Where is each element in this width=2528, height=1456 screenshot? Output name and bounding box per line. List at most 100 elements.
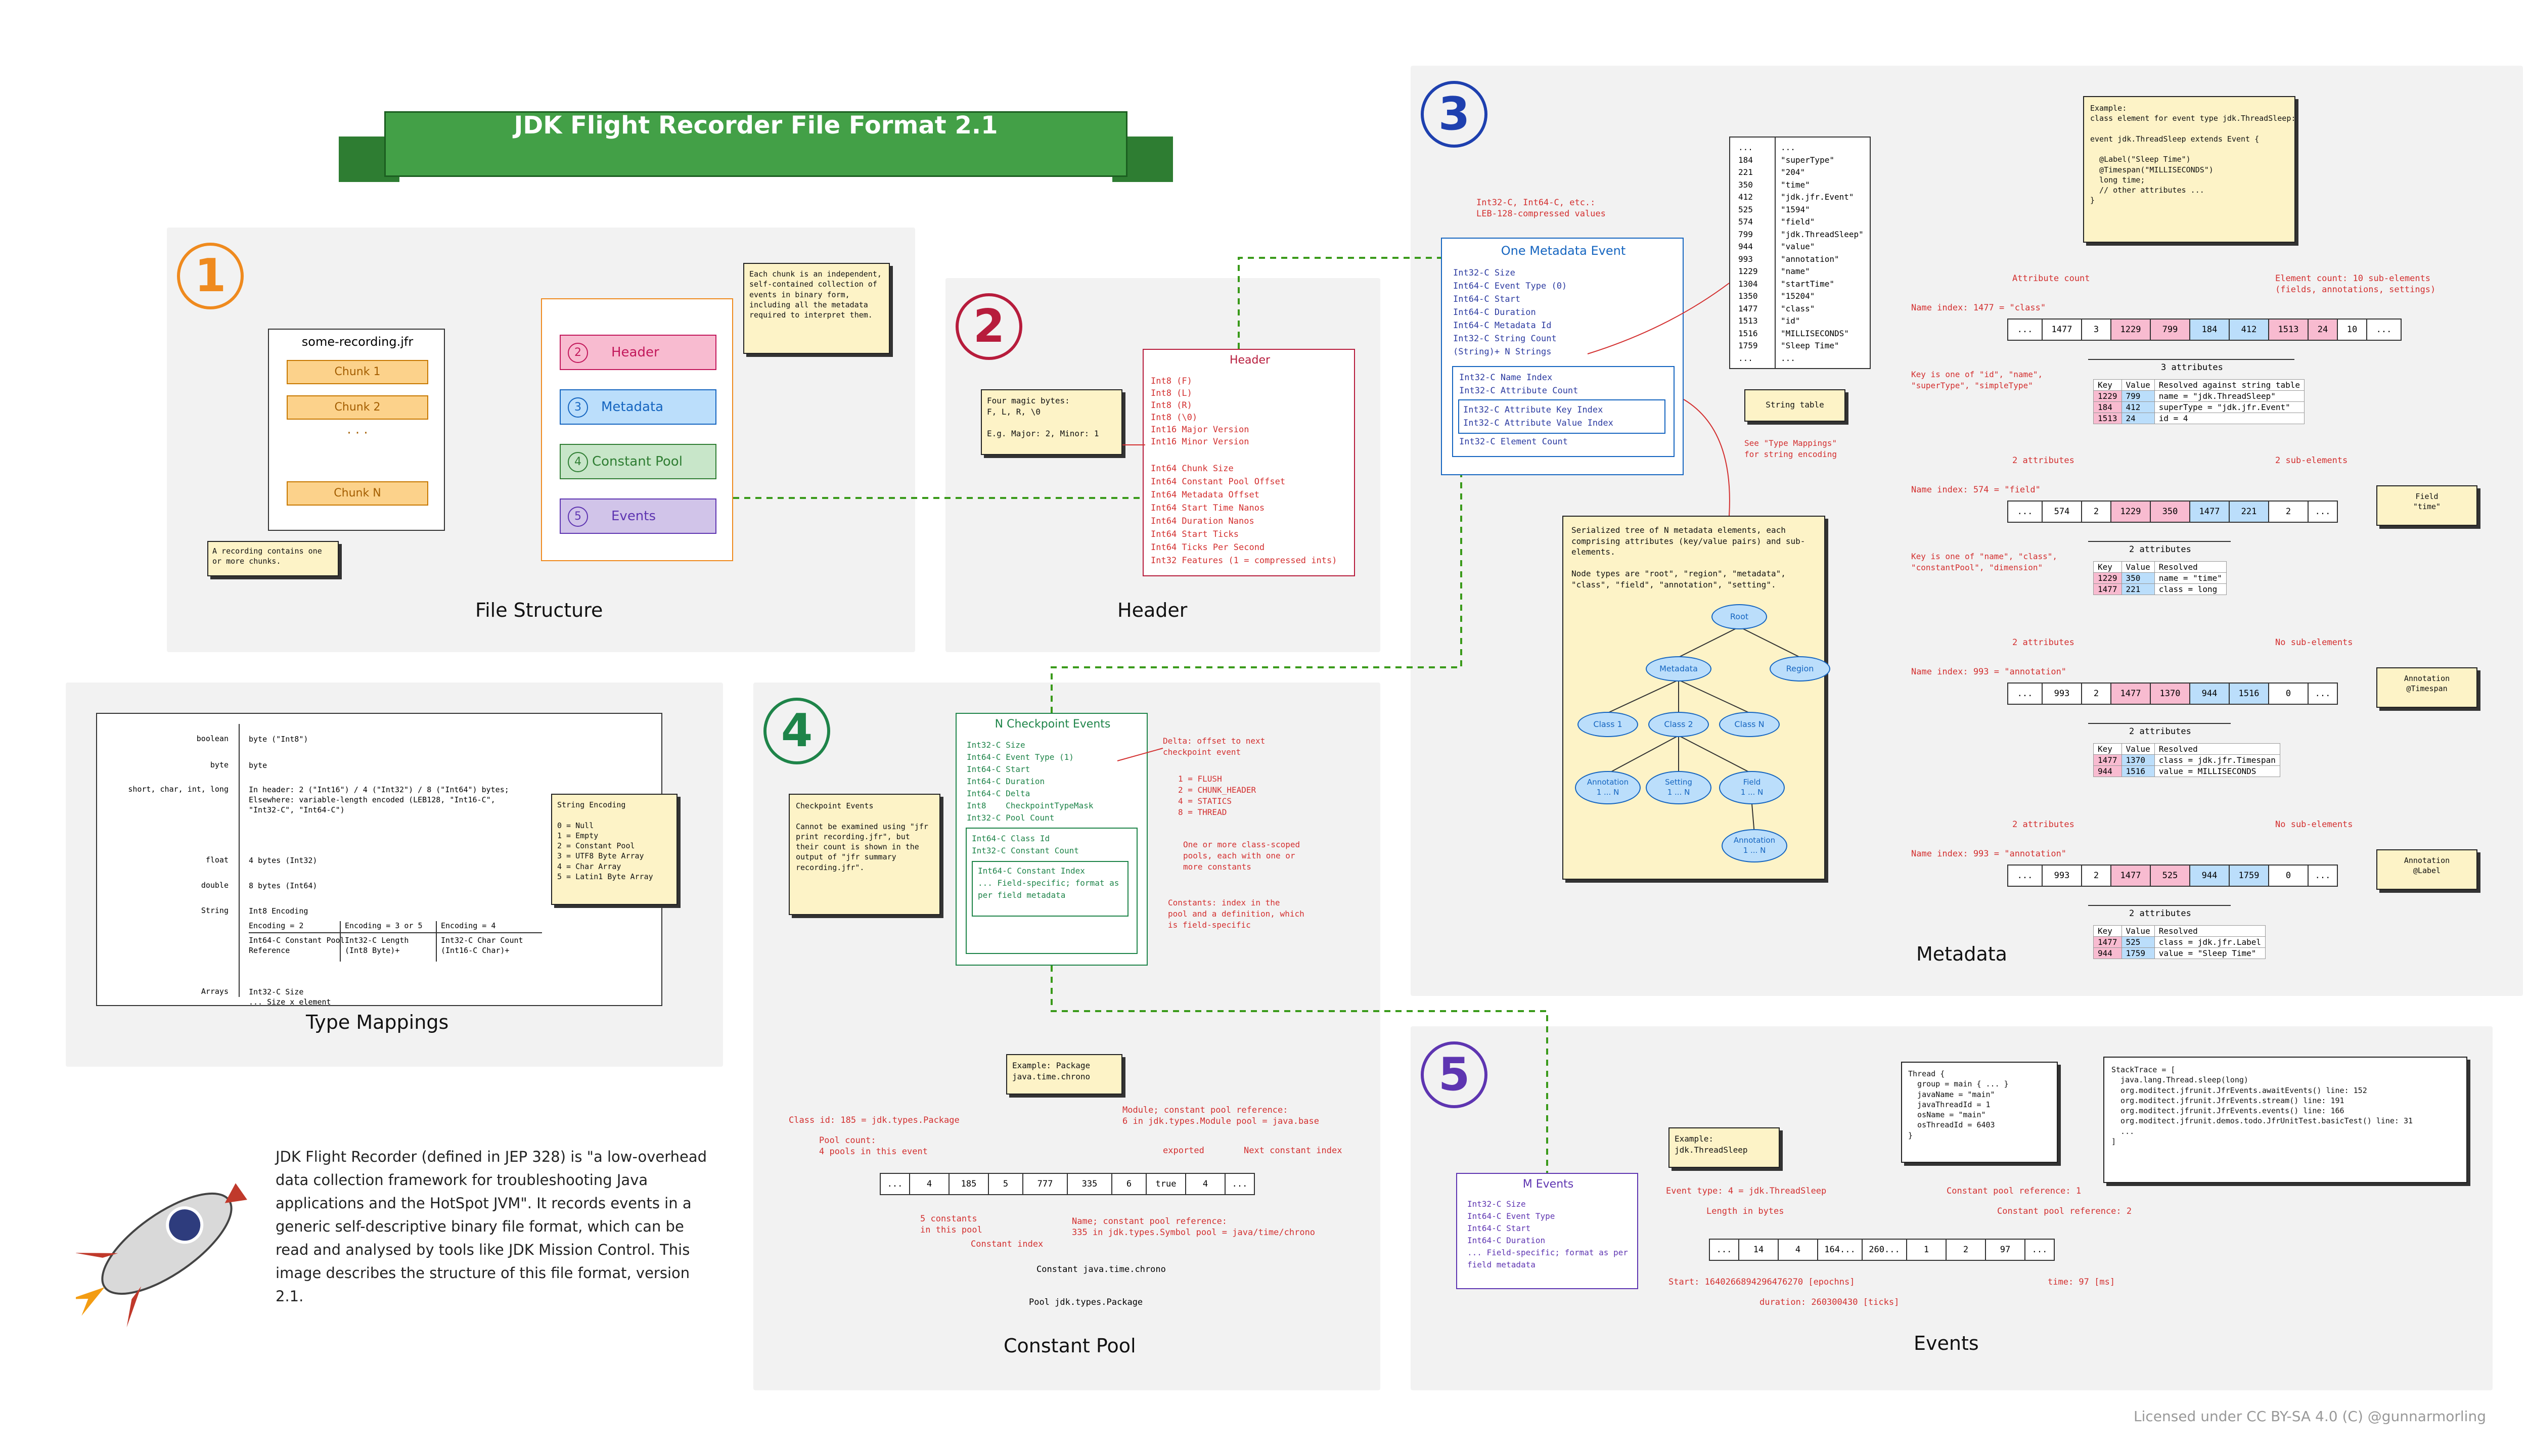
metadata-title: Metadata [1916, 943, 2007, 965]
byte-cell: 350 [2150, 500, 2190, 523]
section-number-4: 4 [763, 698, 830, 764]
tree-node-setting: Setting 1 ... N [1646, 771, 1711, 804]
byte-cell: ... [2007, 682, 2043, 705]
table-cell: 1229 [2093, 390, 2122, 402]
metadata-row: Name index: 1477 = "class"Attribute coun… [1911, 274, 2518, 485]
metadata-event-fields: Int32-C Size Int64-C Event Type (0) Int6… [1453, 268, 1567, 357]
table-cell: 1370 [2121, 754, 2155, 766]
byte-cell: 574 [2042, 500, 2082, 523]
byte-cell: ... [2308, 864, 2338, 887]
intro-text: JDK Flight Recorder (defined in JEP 328)… [276, 1148, 707, 1305]
byte-cell: 6 [1111, 1173, 1147, 1195]
byte-cell: 1516 [2229, 682, 2269, 705]
table-cell: 944 [2093, 947, 2122, 959]
part-number-circle: 4 [568, 452, 588, 472]
byte-cell: 993 [2042, 864, 2082, 887]
tree-node-class-n: Class N [1719, 712, 1780, 737]
type-mappings-title: Type Mappings [306, 1011, 449, 1033]
table-cell: value = "Sleep Time" [2154, 947, 2266, 959]
row-element-label: No sub-elements [2275, 638, 2353, 648]
byte-cell: ... [2024, 1239, 2055, 1261]
byte-cell: 1477 [2110, 864, 2151, 887]
magic-bytes-note: Four magic bytes: F, L, R, \0 E.g. Major… [981, 389, 1122, 455]
byte-cell: 4 [1185, 1173, 1226, 1195]
attr-span-label: 2 attributes [2129, 726, 2191, 737]
byte-cell: 4 [909, 1173, 950, 1195]
part-label: Constant Pool [592, 454, 683, 469]
byte-cell: 2 [2081, 864, 2111, 887]
byte-cell: 185 [949, 1173, 989, 1195]
tree-node-class-1: Class 1 [1577, 712, 1638, 737]
table-head: Key [2093, 743, 2122, 755]
byte-cell: ... [2007, 864, 2043, 887]
byte-cell: 10 [2337, 318, 2367, 341]
encoding-col-head: Encoding = 4 [441, 921, 496, 930]
element-count: Int32-C Element Count [1459, 437, 1568, 447]
class-example-note: Example: class element for event type jd… [2083, 96, 2295, 243]
ev-label-event-type: Event type: 4 = jdk.ThreadSleep [1666, 1186, 1827, 1196]
metadata-row: Name index: 993 = "annotation" 2 attribut… [1911, 638, 2518, 849]
byte-cell: 97 [1985, 1239, 2025, 1261]
row-name-label: Name index: 993 = "annotation" [1911, 667, 2067, 677]
encoding-col-body: Int64-C Constant Pool Reference [249, 936, 345, 955]
encoding-col-rule [436, 921, 437, 962]
row-attr-label: 2 attributes [2012, 638, 2074, 648]
checkpoint-fields: Int32-C Size Int64-C Event Type (1) Int6… [967, 740, 1094, 823]
table-cell: 944 [2093, 765, 2122, 777]
byte-cell: 5 [988, 1173, 1023, 1195]
row-side-label: Field "time" [2376, 485, 2477, 526]
table-cell: 799 [2121, 390, 2155, 402]
byte-cell: 1477 [2189, 500, 2230, 523]
attr-span-line [2088, 723, 2231, 724]
element-fields: Int32-C Name Index Int32-C Attribute Cou… [1459, 373, 1578, 396]
cp-label-exported: exported [1163, 1146, 1204, 1156]
encoding-col-head: Encoding = 2 [249, 921, 304, 930]
metadata-row: Name index: 993 = "annotation"2 attribut… [1911, 820, 2518, 1031]
byte-cell: ... [880, 1173, 910, 1195]
events-title: Events [1914, 1332, 1979, 1354]
byte-cell: 1513 [2268, 318, 2309, 341]
section-number-3: 3 [1421, 81, 1487, 148]
pool-fields: Int64-C Class Id Int32-C Constant Count [972, 834, 1079, 855]
row-element-label: Element count: 10 sub-elements (fields, … [2275, 274, 2436, 295]
file-structure-title: File Structure [475, 599, 603, 621]
events-box: M Events Int32-C Size Int64-C Event Type… [1456, 1173, 1638, 1289]
table-cell: superType = "jdk.jfr.Event" [2154, 401, 2305, 413]
ev-label-cp1: Constant pool reference: 1 [1947, 1186, 2082, 1196]
part-number-circle: 2 [568, 343, 588, 363]
table-cell: 184 [2093, 401, 2122, 413]
table-cell: 24 [2121, 413, 2155, 424]
type-name: short, char, int, long [128, 785, 229, 794]
type-mapping-ref-note: See "Type Mappings" for string encoding [1744, 438, 1837, 459]
byte-cell: 412 [2229, 318, 2269, 341]
chunk-description-note: Each chunk is an independent, self-conta… [743, 263, 890, 354]
table-head: Value [2121, 561, 2155, 573]
row-name-label: Name index: 1477 = "class" [1911, 303, 2046, 313]
part-number-circle: 5 [568, 507, 588, 527]
byte-cell: 777 [1022, 1173, 1068, 1195]
type-desc: byte [249, 761, 267, 770]
header-title: Header [1117, 599, 1188, 621]
table-head: Resolved [2154, 925, 2266, 937]
byte-cell: 2 [2081, 682, 2111, 705]
table-cell: class = long [2154, 583, 2227, 595]
banner-body [384, 111, 1127, 177]
chunk-2: Chunk 2 [287, 395, 428, 420]
chunk-note: A recording contains one or more chunks. [207, 541, 339, 576]
row-key-note: Key is one of "name", "class", "constant… [1911, 552, 2057, 572]
type-desc: byte ("Int8") [249, 735, 308, 744]
title-banner: JDK Flight Recorder File Format 2.1 [339, 111, 1173, 187]
chunk-part-constant-pool: 4 Constant Pool [560, 444, 716, 479]
table-cell: 221 [2121, 583, 2155, 595]
table-cell: 1513 [2093, 413, 2122, 424]
tree-node-field: Field 1 ... N [1719, 771, 1785, 804]
rocket-mascot-icon [76, 1183, 247, 1328]
byte-cell: 164... [1817, 1239, 1863, 1261]
page-title: JDK Flight Recorder File Format 2.1 [514, 111, 998, 140]
string-table-divider [1775, 138, 1776, 368]
type-name: float [205, 855, 229, 864]
byte-cell: 1759 [2229, 864, 2269, 887]
cp-label-class-id: Class id: 185 = jdk.types.Package [789, 1115, 960, 1125]
table-cell: 1759 [2121, 947, 2155, 959]
cp-label-const-index: Constant index [971, 1239, 1044, 1249]
